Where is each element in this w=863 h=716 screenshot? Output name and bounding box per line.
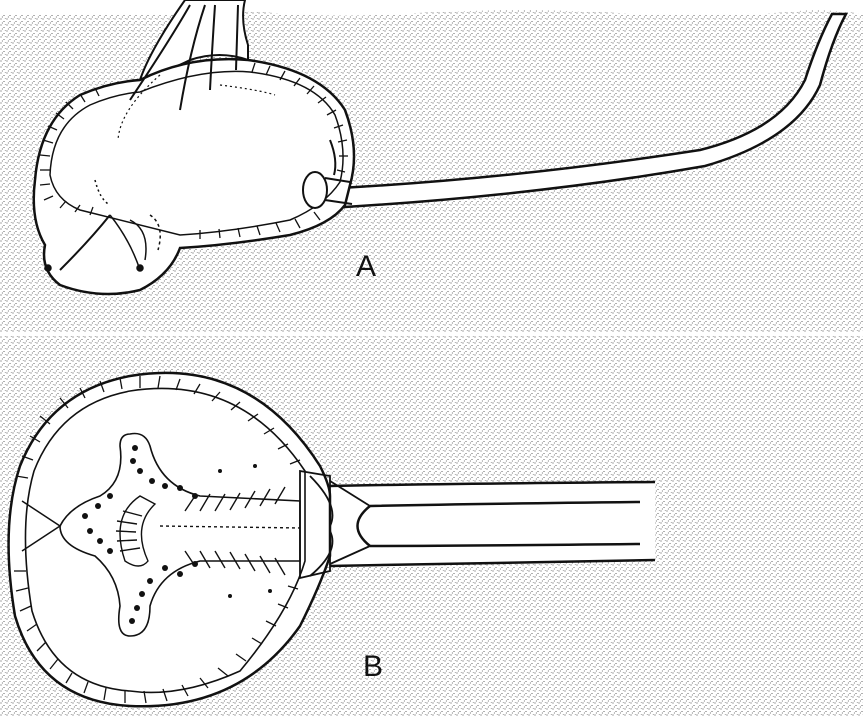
- panel-a: A: [0, 0, 863, 333]
- tube-b: [330, 482, 655, 566]
- panel-label-b: B: [363, 650, 383, 683]
- panel-b-drawing: B: [0, 336, 863, 716]
- panel-label-a: A: [356, 250, 376, 283]
- panel-a-drawing: A: [0, 0, 863, 333]
- panel-b: B: [0, 336, 863, 716]
